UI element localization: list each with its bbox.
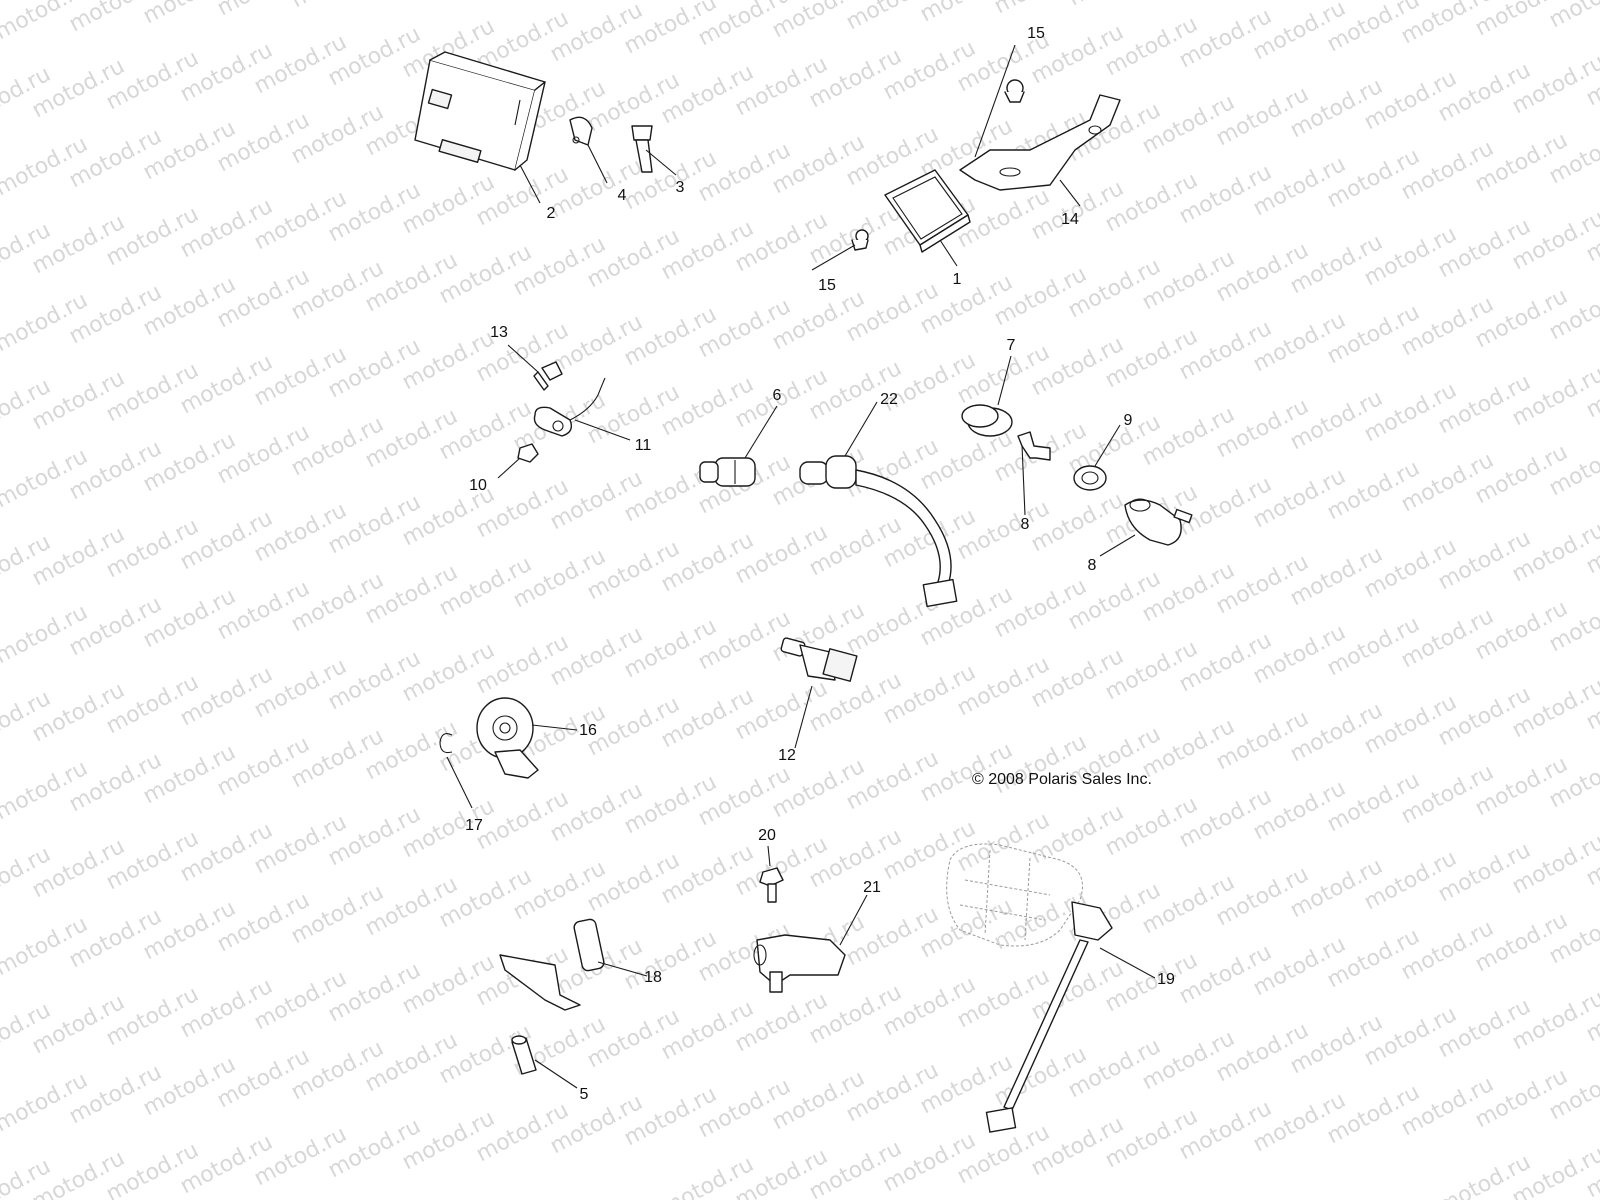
part-temp-sensor: [780, 637, 858, 682]
callout-label: 8: [1088, 557, 1097, 574]
callout-label: 8: [1021, 516, 1030, 533]
callout-label: 15: [818, 277, 836, 294]
watermark-text: motod.ru: [1545, 0, 1600, 33]
callout-label: 1: [953, 271, 962, 288]
callout-label: 12: [778, 747, 796, 764]
part-speed-sensor: [533, 377, 606, 437]
callout-label: 20: [758, 827, 776, 844]
callout-label: 9: [1124, 412, 1133, 429]
watermark-text: motod.ru: [1064, 0, 1165, 11]
part-screw: [631, 125, 653, 173]
part-clip-ring: [439, 733, 453, 754]
callout-label: 22: [880, 391, 898, 408]
callout-label: 10: [469, 477, 487, 494]
part-push-rivet-top: [1004, 79, 1025, 103]
callout-label: 6: [773, 387, 782, 404]
part-washer: [1073, 465, 1107, 491]
leader-lines: [446, 44, 1156, 1089]
copyright-notice: © 2008 Polaris Sales Inc.: [972, 771, 1152, 788]
part-sleeve: [511, 1035, 537, 1075]
part-knock-sensor: [476, 697, 539, 779]
part-switch-tab: [1017, 431, 1051, 461]
part-sensor-6: [699, 457, 756, 487]
part-module: [884, 169, 971, 253]
part-map-sensor: [753, 934, 846, 993]
callout-label: 5: [580, 1086, 589, 1103]
part-bracket: [959, 94, 1121, 191]
part-nut-10: [517, 443, 539, 463]
callout-label: 19: [1157, 971, 1175, 988]
part-pigtail-hose: [799, 455, 958, 608]
callout-label: 11: [635, 437, 652, 454]
callout-label: 2: [547, 205, 556, 222]
callout-label: 7: [1007, 337, 1016, 354]
part-push-rivet-lower: [851, 229, 869, 251]
callout-label: 14: [1061, 211, 1079, 228]
part-throttle-position-sensor: [946, 843, 1113, 1133]
callout-label: 4: [618, 187, 627, 204]
callout-label: 18: [644, 969, 662, 986]
part-cap: [961, 404, 1013, 437]
callout-label: 3: [676, 179, 685, 196]
part-switch: [1124, 498, 1193, 546]
part-cam-sensor: [499, 918, 605, 1011]
part-bolt-13: [533, 361, 563, 391]
part-bolt-20: [759, 867, 784, 903]
watermark-text: motod.ru: [361, 0, 462, 5]
callout-label: 21: [863, 879, 881, 896]
part-clip: [569, 116, 593, 146]
callout-label: 13: [490, 324, 508, 341]
callout-label: 17: [465, 817, 483, 834]
callout-label: 15: [1027, 25, 1045, 42]
callout-label: 16: [579, 722, 597, 739]
part-ecu-box: [414, 51, 546, 171]
callout-labels: 15 2 4 3 14 15 1 13 7 6 22 11 9 10 8 8 1…: [465, 25, 1175, 1103]
